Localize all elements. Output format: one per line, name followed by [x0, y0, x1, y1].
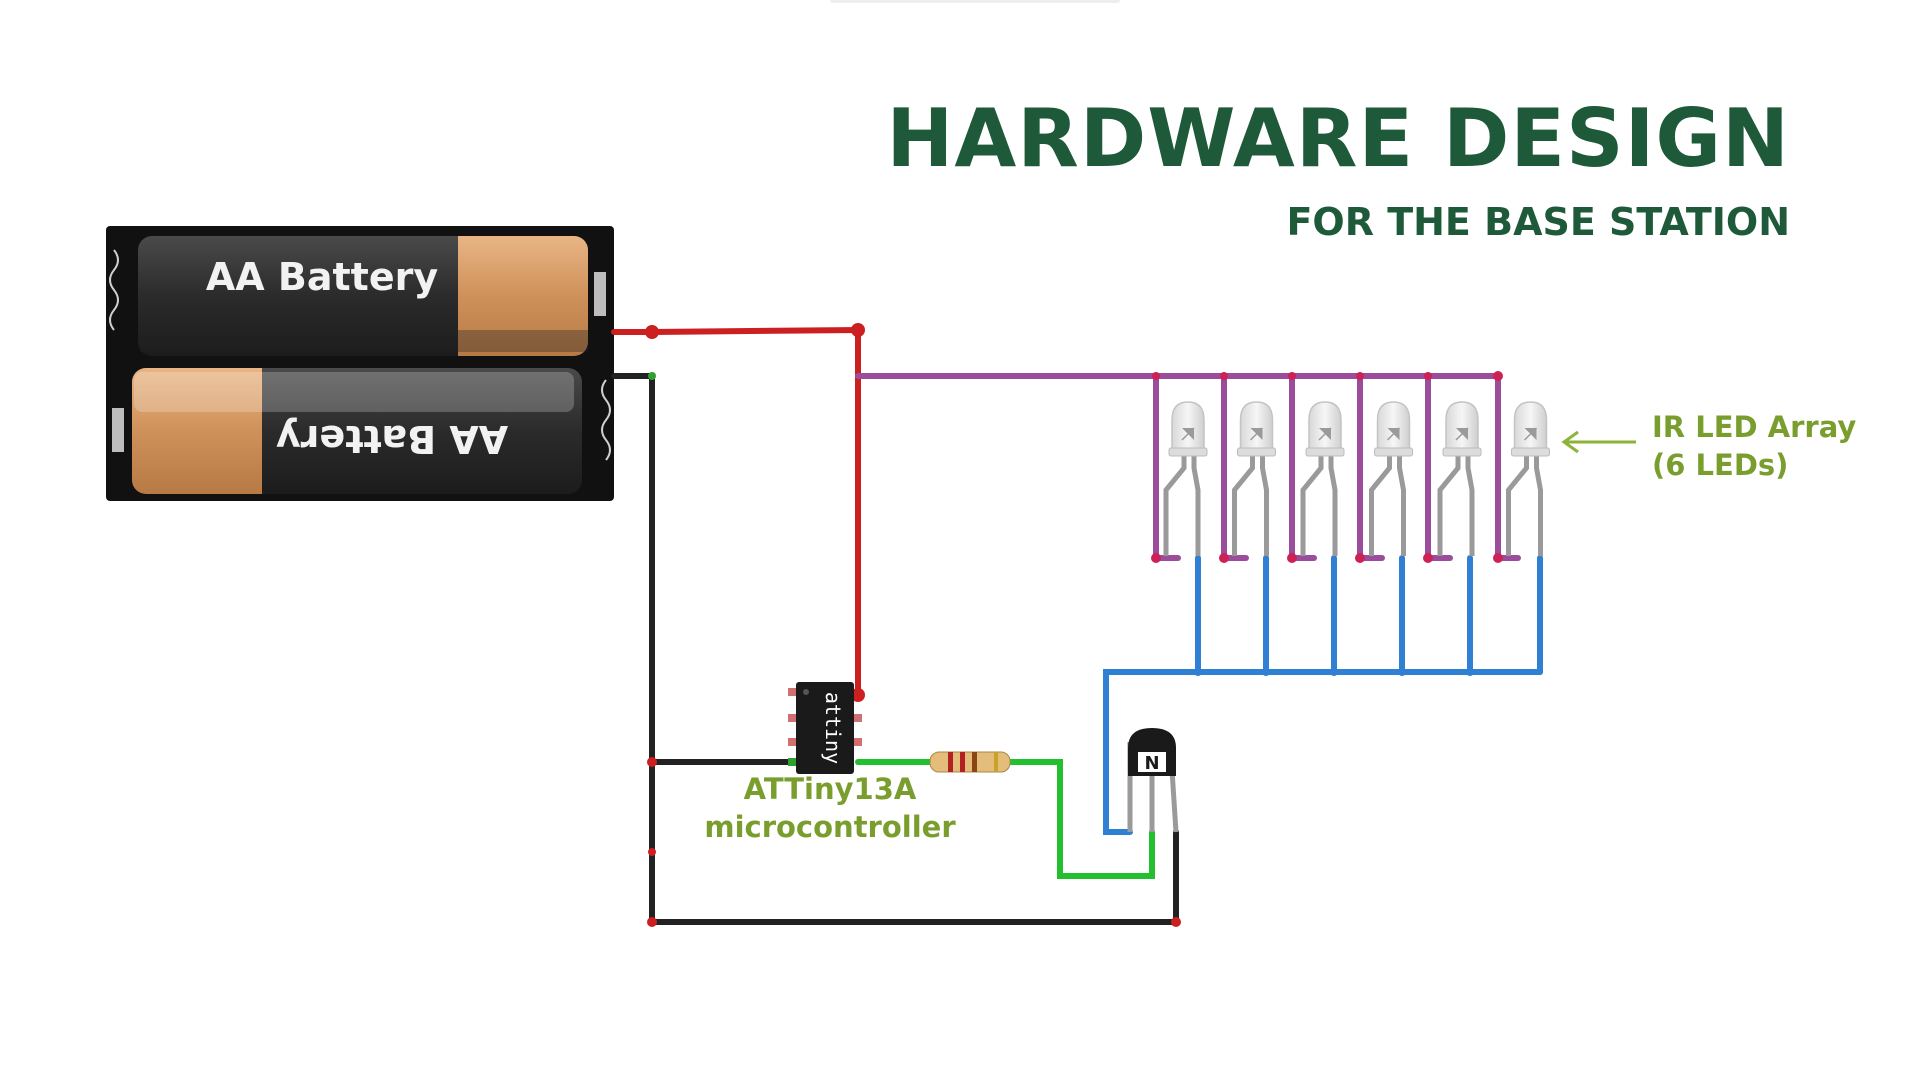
spring-left-top: [109, 249, 119, 331]
mcu-label-line1: ATTiny13A: [743, 772, 917, 806]
contact-left-bottom: [112, 408, 124, 452]
resistor: [929, 751, 1011, 773]
ir-led-2: [1232, 401, 1276, 556]
npn-transistor: N: [1127, 728, 1179, 833]
ir-led-label-line1: IR LED Array: [1652, 410, 1857, 444]
ir-led-4: [1369, 401, 1413, 556]
ground-junctions: [647, 757, 1181, 927]
ir-led-arrow: [1561, 430, 1636, 454]
attiny-chip: attiny: [788, 682, 862, 774]
page-subtitle: FOR THE BASE STATION: [1286, 200, 1790, 244]
top-edge-tab: [830, 0, 1120, 3]
battery-cell-bottom: AA Battery: [132, 368, 582, 494]
ir-led-6: [1506, 401, 1550, 556]
page-title: HARDWARE DESIGN: [886, 92, 1790, 185]
transistor-marking: N: [1144, 753, 1159, 774]
battery-cell-top: AA Battery: [138, 236, 588, 356]
battery-holder: AA Battery AA Battery: [106, 226, 614, 501]
anode-junctions: [1151, 371, 1503, 563]
mcu-label: ATTiny13A microcontroller: [700, 770, 960, 846]
cathode-junctions: [1194, 668, 1474, 676]
battery-cell-bottom-label: AA Battery: [276, 417, 508, 461]
ir-led-label: IR LED Array (6 LEDs): [1652, 408, 1856, 484]
chip-marking: attiny: [821, 692, 845, 764]
wire-led-cathode: [1103, 555, 1543, 835]
battery-cell-top-label: AA Battery: [206, 255, 438, 299]
ground-terminal-dot: [648, 372, 656, 380]
ir-led-1: [1163, 401, 1208, 556]
ir-led-label-line2: (6 LEDs): [1652, 448, 1789, 482]
wire-signal: [855, 759, 1155, 879]
ir-led-3: [1300, 401, 1345, 556]
spring-right-bottom: [601, 379, 611, 461]
ir-led-5: [1437, 401, 1482, 556]
mcu-label-line2: microcontroller: [704, 810, 956, 844]
contact-right-top: [594, 272, 606, 316]
ir-led-array: [1163, 401, 1550, 556]
